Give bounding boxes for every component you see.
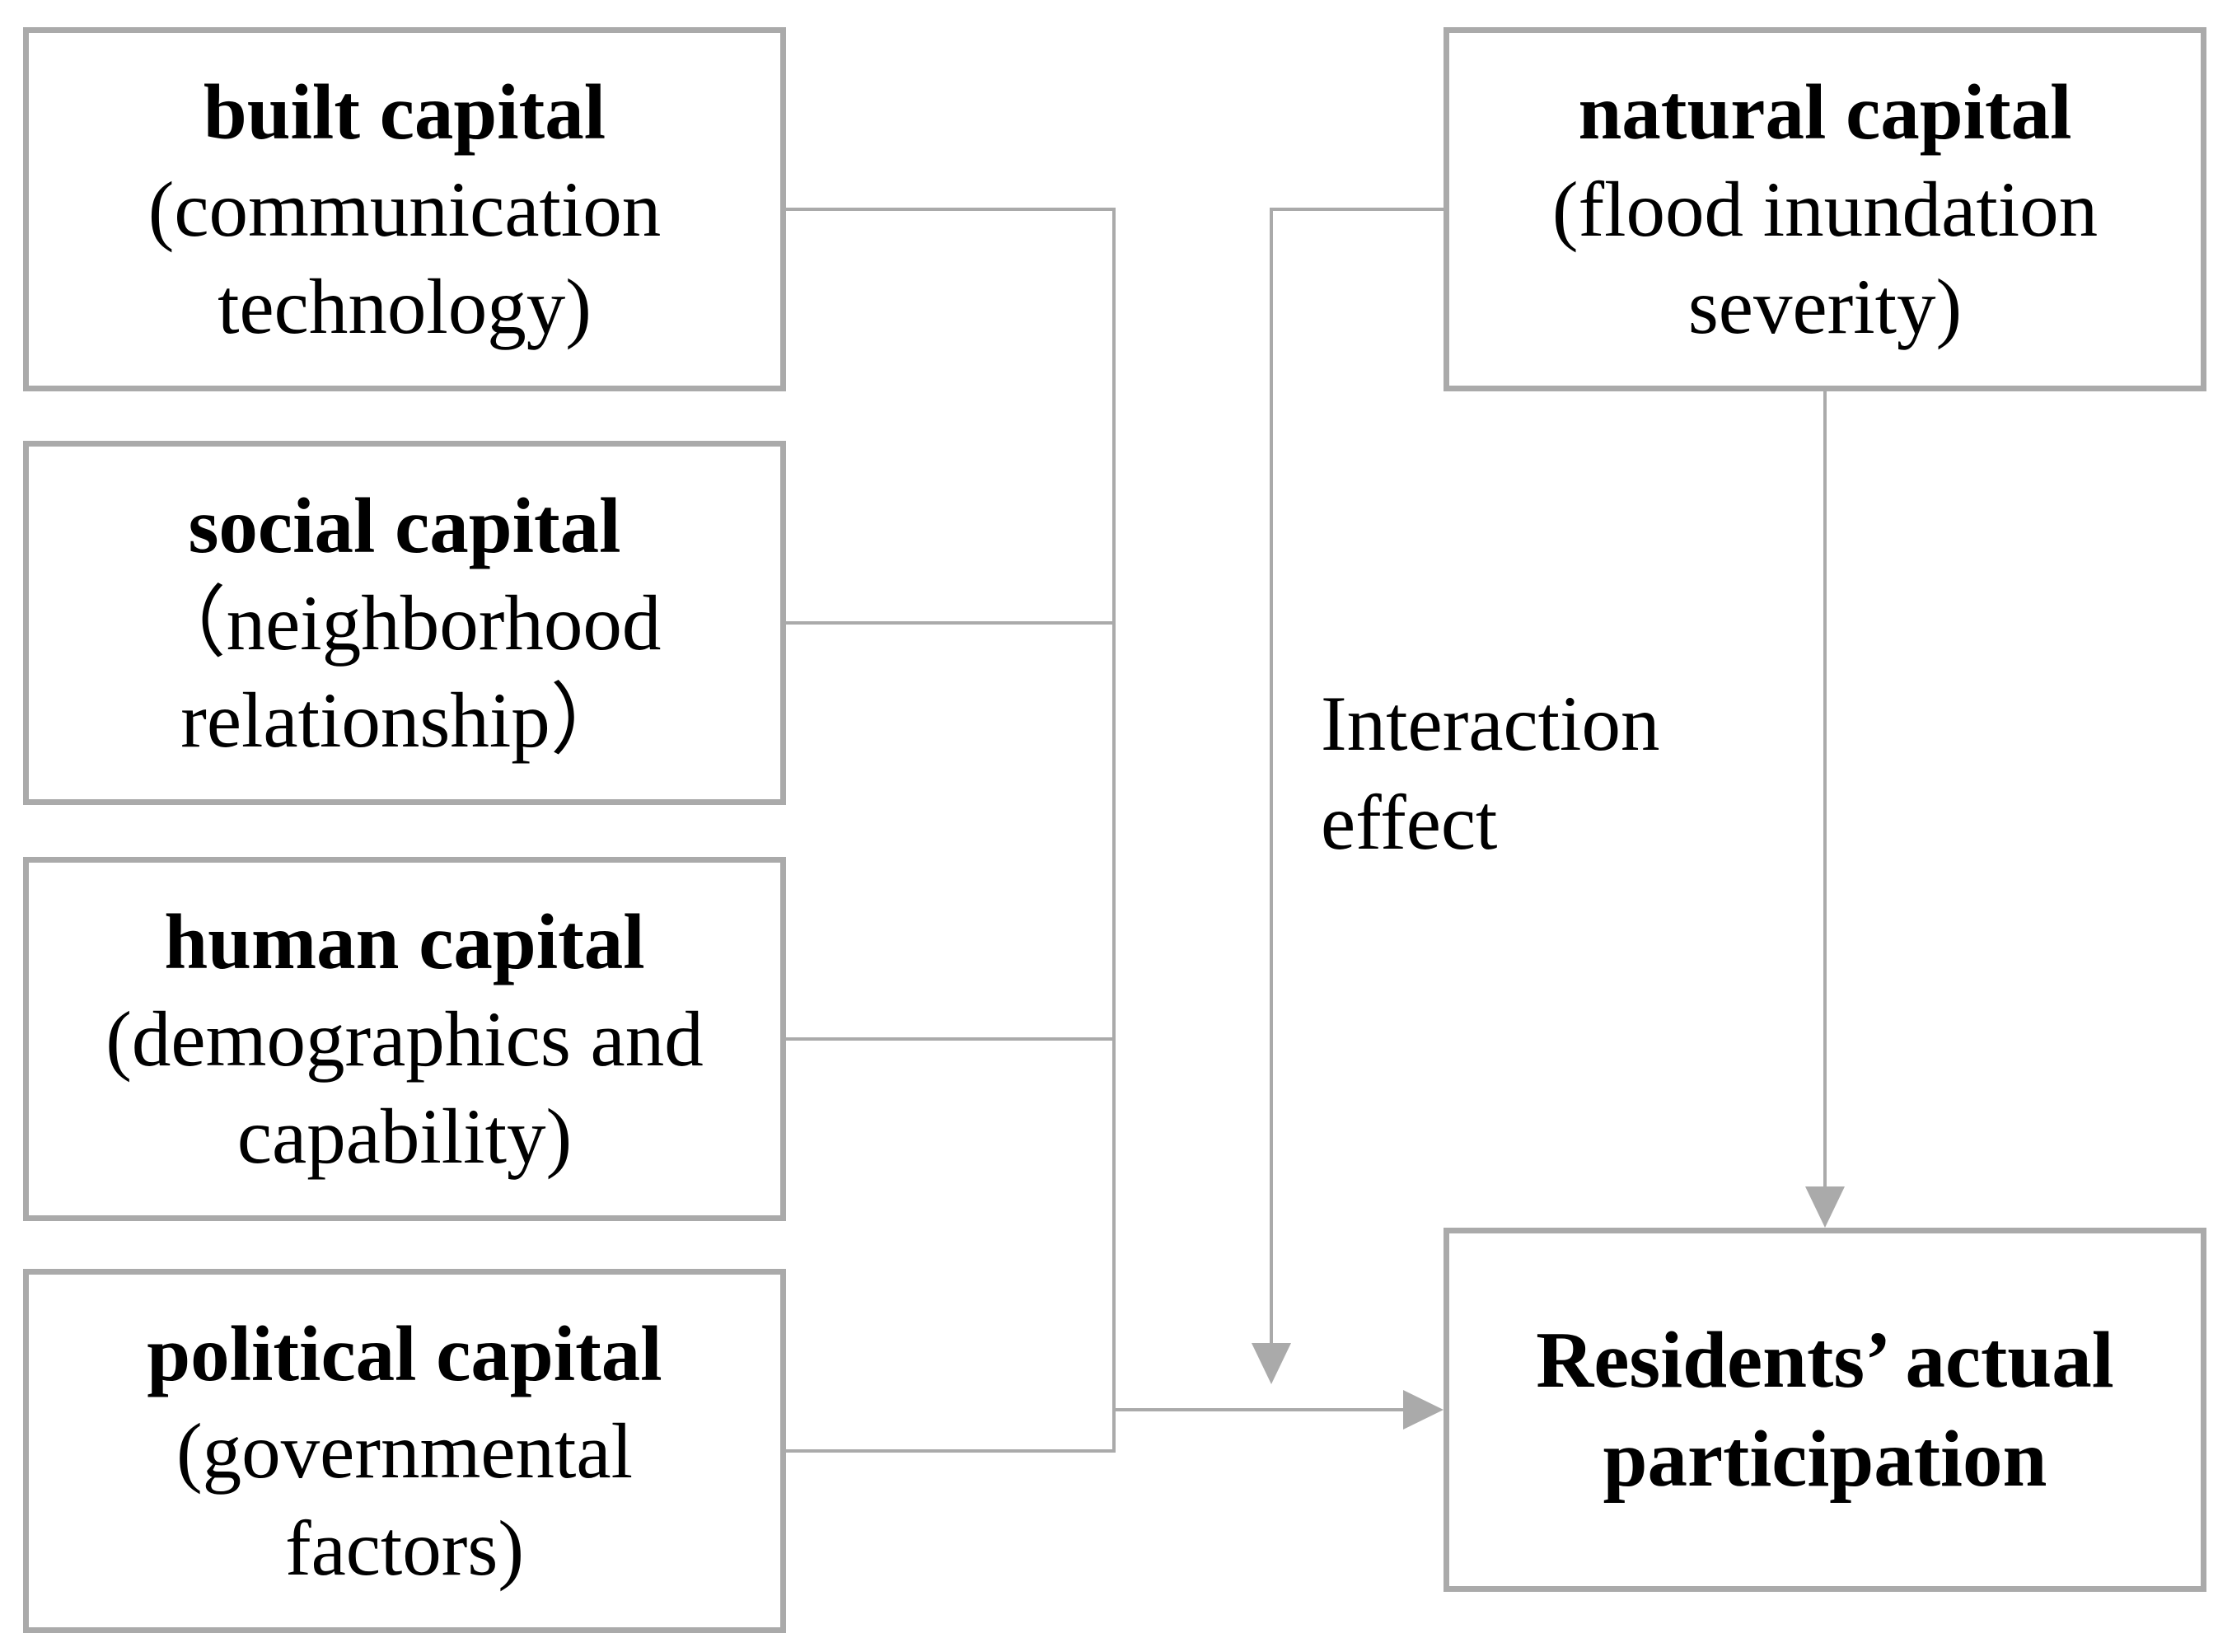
interaction-effect-line2: effect: [1321, 779, 1498, 866]
residents-participation-box: Residents’ actual participation: [1444, 1228, 2206, 1592]
main-arrowhead: [1403, 1390, 1444, 1430]
political-capital-title: political capital: [147, 1310, 662, 1397]
political-capital-detail-line1: (governmental: [176, 1407, 633, 1495]
social-capital-title: social capital: [188, 482, 621, 569]
natural-capital-title: natural capital: [1578, 68, 2072, 156]
interaction-effect-line1: Interaction: [1321, 680, 1660, 767]
social-capital-detail-line2: relationship）: [180, 676, 629, 764]
interaction-effect-label: Interaction effect: [1321, 674, 1659, 872]
built-capital-title: built capital: [203, 68, 606, 156]
natural-capital-box: natural capital (flood inundation severi…: [1444, 27, 2206, 391]
interaction-arrow-line: [1270, 208, 1444, 1345]
interaction-arrowhead: [1252, 1343, 1291, 1384]
built-capital-detail-line2: technology): [218, 263, 592, 350]
human-capital-title: human capital: [164, 898, 645, 985]
residents-participation-title-line1: Residents’ actual: [1536, 1316, 2114, 1404]
political-capital-box: political capital (governmental factors): [23, 1269, 786, 1633]
human-capital-detail-line1: (demographics and: [105, 995, 704, 1083]
natural-capital-detail-line1: (flood inundation: [1551, 166, 2099, 253]
natural-capital-detail-line2: severity): [1687, 263, 1963, 350]
human-capital-box: human capital (demographics and capabili…: [23, 857, 786, 1221]
social-capital-detail-line1: （neighborhood: [147, 579, 662, 667]
built-capital-detail-line1: (communication: [147, 166, 662, 253]
political-capital-detail-line2: factors): [284, 1505, 525, 1592]
social-capital-box: social capital （neighborhood relationshi…: [23, 441, 786, 805]
human-capital-detail-line2: capability): [236, 1093, 573, 1180]
natural-arrowhead: [1805, 1186, 1845, 1228]
residents-participation-title-line2: participation: [1603, 1415, 2047, 1503]
built-capital-box: built capital (communication technology): [23, 27, 786, 391]
